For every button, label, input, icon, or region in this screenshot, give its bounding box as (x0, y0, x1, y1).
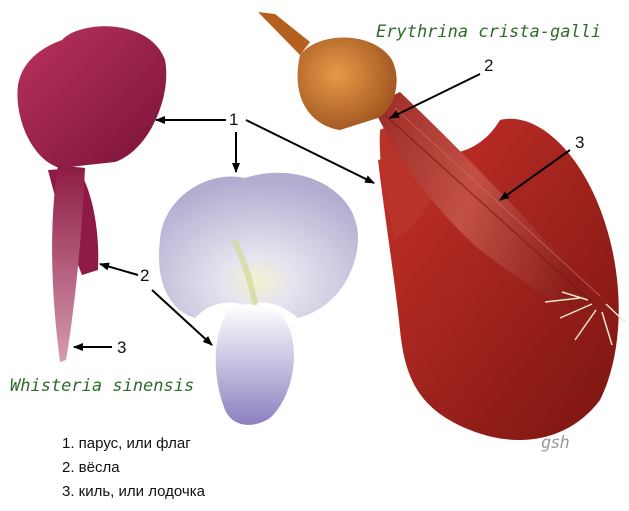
erythrina-pedicel (258, 12, 310, 55)
callout-number-3-right: 3 (575, 133, 584, 153)
author-signature: gsh (541, 433, 569, 453)
species-label-erythrina: Erythrina crista-galli (376, 22, 601, 42)
lavender-keel-petal (216, 305, 294, 425)
lavender-flag-petal (159, 173, 358, 318)
callout-number-2-right: 2 (484, 56, 493, 76)
legend-item-flag: 1. парус, или флаг (62, 432, 205, 456)
legend: 1. парус, или флаг 2. вёсла 3. киль, или… (62, 432, 205, 504)
species-label-wisteria: Whisteria sinensis (10, 376, 194, 396)
callout-number-3-left: 3 (117, 338, 126, 358)
arrow-2-to-wisteria-wings (100, 264, 138, 275)
callout-number-1: 1 (229, 110, 238, 130)
callout-number-2-left: 2 (140, 266, 149, 286)
wisteria-flag-petal (17, 26, 166, 168)
wisteria-magenta-flower (17, 26, 166, 362)
legend-item-wings: 2. вёсла (62, 456, 205, 480)
legend-item-keel: 3. киль, или лодочка (62, 480, 205, 504)
